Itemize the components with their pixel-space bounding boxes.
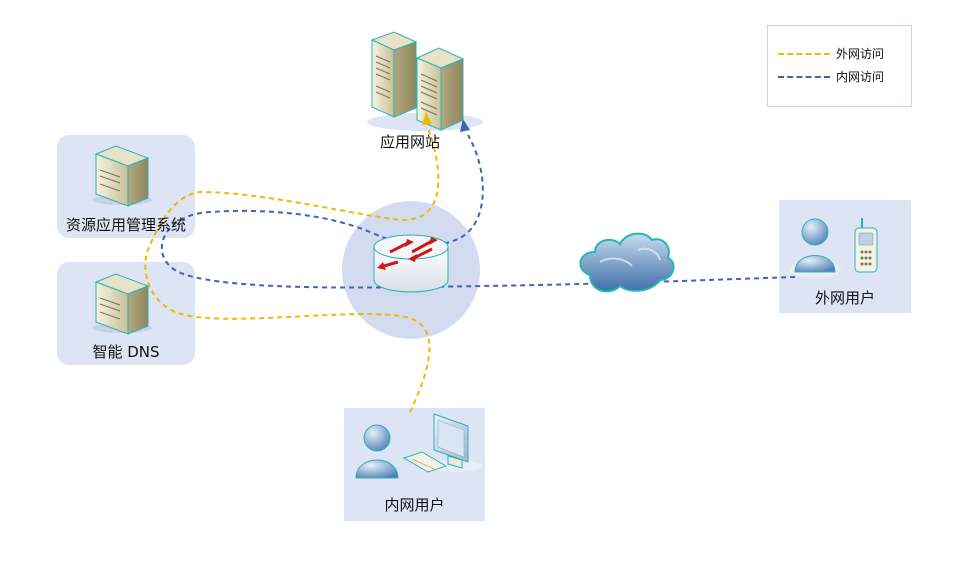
intranet-user-icon — [355, 424, 399, 479]
legend-label: 内网访问 — [836, 70, 885, 84]
internet-user-icon — [789, 218, 841, 278]
internal-access-path — [160, 134, 796, 289]
smart-dns-label: 智能 DNS — [92, 343, 160, 361]
dns-server-icon — [94, 273, 150, 335]
app-website-label: 应用网站 — [379, 133, 440, 151]
internal-path-swatch — [778, 76, 830, 78]
internet-user-panel — [779, 200, 911, 313]
web-server-icon — [415, 47, 465, 131]
internet-user-label: 外网用户 — [814, 289, 875, 307]
desktop-computer-icon — [402, 413, 483, 473]
internet-cloud-icon — [579, 232, 675, 293]
intranet-user-label: 内网用户 — [384, 496, 445, 514]
arrow-head-icon — [460, 119, 470, 132]
router-icon — [373, 234, 449, 293]
resource-mgmt-label: 资源应用管理系统 — [65, 216, 186, 234]
arrow-head-icon — [422, 112, 432, 125]
web-server-icon — [370, 31, 418, 118]
management-server-icon — [94, 145, 150, 207]
legend: 外网访问 内网访问 — [767, 25, 912, 107]
mobile-phone-icon — [854, 218, 878, 273]
external-path-swatch — [778, 53, 830, 55]
legend-label: 外网访问 — [836, 47, 885, 61]
